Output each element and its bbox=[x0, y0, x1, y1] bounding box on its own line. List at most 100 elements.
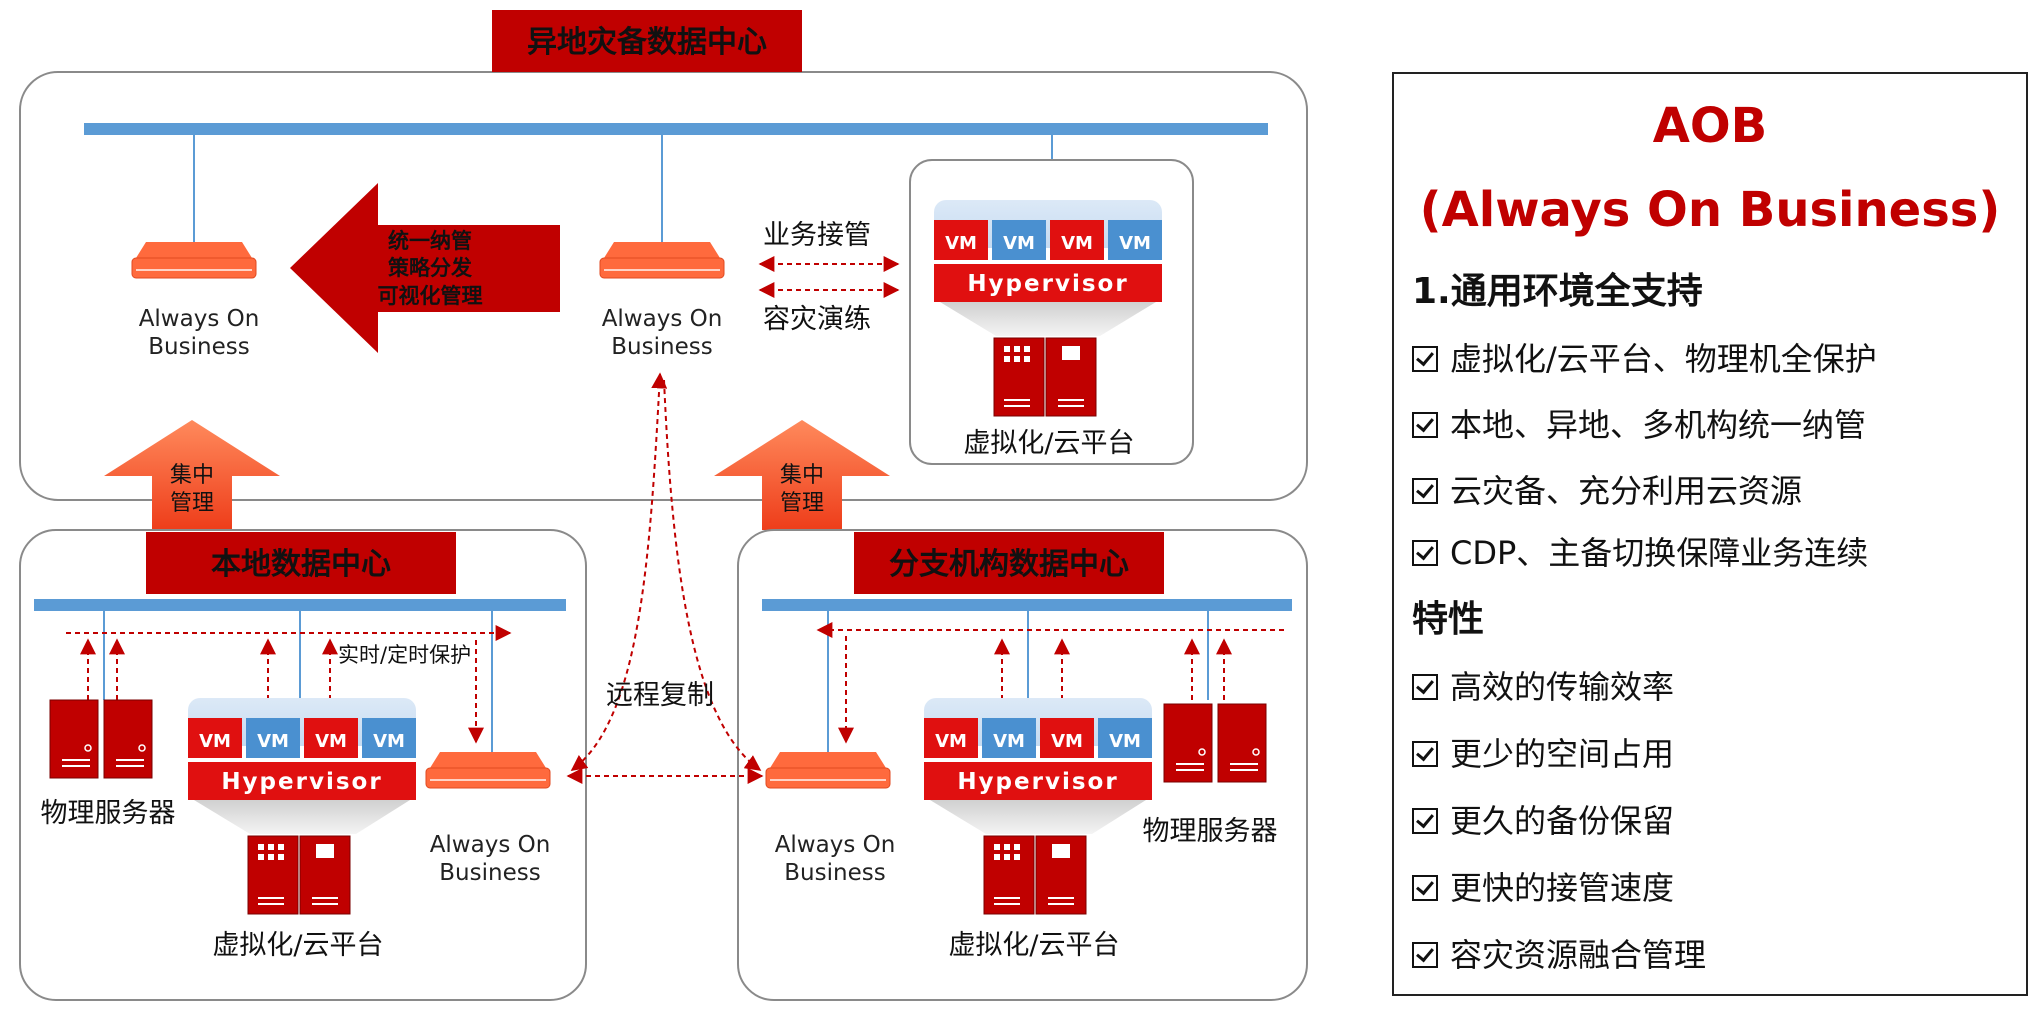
local-dc-title: 本地数据中心 bbox=[211, 547, 391, 582]
branch-physical-server-icon bbox=[1163, 703, 1267, 783]
checkbox-icon bbox=[1412, 808, 1438, 834]
branch-aob-label-line1: Always On bbox=[775, 832, 896, 858]
local-vm1: VM bbox=[199, 731, 231, 752]
central-mgmt-arrow-right bbox=[714, 420, 890, 530]
remote-aob-appliance-2 bbox=[599, 242, 725, 279]
feature-item: 容灾资源融合管理 bbox=[1412, 930, 1706, 976]
feature-item-text: 云灾备、充分利用云资源 bbox=[1450, 472, 1803, 510]
branch-dc-title: 分支机构数据中心 bbox=[889, 547, 1129, 582]
remote-vm4: VM bbox=[1119, 233, 1151, 254]
feature-item-text: 容灾资源融合管理 bbox=[1450, 936, 1707, 974]
branch-vm2: VM bbox=[993, 731, 1025, 752]
branch-aob-appliance bbox=[765, 752, 891, 789]
architecture-diagram: 异地灾备数据中心 Always On Business 统一纳管 策略分发 可视… bbox=[19, 10, 1308, 1001]
local-virt-label: 虚拟化/云平台 bbox=[212, 930, 383, 961]
aob-feature-panel: AOB (Always On Business) 1.通用环境全支持 虚拟化/云… bbox=[1392, 72, 2028, 996]
branch-vm1: VM bbox=[935, 731, 967, 752]
feature-item-text: 虚拟化/云平台、物理机全保护 bbox=[1450, 340, 1877, 378]
remote-dc-title: 异地灾备数据中心 bbox=[527, 25, 767, 60]
unified-arrow-line-3: 可视化管理 bbox=[378, 284, 483, 308]
local-aob-label-line2: Business bbox=[439, 860, 540, 886]
dr-drill-label: 容灾演练 bbox=[763, 304, 871, 335]
replication-curve-right bbox=[663, 379, 762, 771]
central-mgmt-left-line1: 集中 bbox=[170, 463, 214, 488]
branch-hypervisor-stack bbox=[924, 698, 1152, 834]
local-vm3: VM bbox=[315, 731, 347, 752]
branch-vm4: VM bbox=[1109, 731, 1141, 752]
feature-item-text: CDP、主备切换保障业务连续 bbox=[1450, 534, 1869, 572]
panel-title: AOB bbox=[1652, 98, 1768, 154]
unified-management-arrow bbox=[290, 183, 560, 353]
feature-item: 更久的备份保留 bbox=[1412, 796, 1674, 842]
feature-item: 虚拟化/云平台、物理机全保护 bbox=[1412, 334, 1877, 380]
section1-heading: 1.通用环境全支持 bbox=[1412, 271, 1703, 312]
central-mgmt-right-line2: 管理 bbox=[780, 491, 824, 516]
local-physical-server-label: 物理服务器 bbox=[41, 798, 176, 829]
remote-hypervisor-stack bbox=[934, 200, 1162, 336]
checkbox-icon bbox=[1412, 540, 1438, 566]
local-hypervisor-stack bbox=[188, 698, 416, 834]
business-takeover-label: 业务接管 bbox=[763, 220, 871, 251]
remote-aob2-label-line1: Always On bbox=[602, 306, 723, 332]
realtime-protection-label: 实时/定时保护 bbox=[338, 643, 471, 667]
local-dc-title-bg bbox=[146, 532, 456, 594]
feature-item: 更少的空间占用 bbox=[1412, 729, 1674, 775]
local-physical-server-icon bbox=[49, 699, 153, 779]
central-mgmt-right-line1: 集中 bbox=[780, 463, 824, 488]
unified-arrow-line-2: 策略分发 bbox=[388, 256, 473, 280]
remote-aob1-label-line2: Business bbox=[148, 334, 249, 360]
branch-physical-server-label: 物理服务器 bbox=[1143, 816, 1278, 847]
remote-server-icon bbox=[993, 337, 1097, 417]
remote-hypervisor-label: Hypervisor bbox=[967, 271, 1128, 297]
feature-item: CDP、主备切换保障业务连续 bbox=[1412, 528, 1868, 574]
checkbox-icon bbox=[1412, 674, 1438, 700]
feature-item: 更快的接管速度 bbox=[1412, 863, 1674, 909]
branch-virt-server-icon bbox=[983, 835, 1087, 915]
checkbox-icon bbox=[1412, 875, 1438, 901]
branch-dc-title-bg bbox=[854, 532, 1164, 594]
checkbox-icon bbox=[1412, 478, 1438, 504]
remote-vm1: VM bbox=[945, 233, 977, 254]
central-mgmt-arrow-left bbox=[104, 420, 280, 530]
feature-item: 高效的传输效率 bbox=[1412, 662, 1674, 708]
feature-item: 本地、异地、多机构统一纳管 bbox=[1412, 400, 1866, 446]
vm-box bbox=[1108, 220, 1162, 260]
branch-aob-label-line2: Business bbox=[784, 860, 885, 886]
checkbox-icon bbox=[1412, 346, 1438, 372]
checkbox-icon bbox=[1412, 741, 1438, 767]
local-network-bus bbox=[34, 599, 566, 611]
remote-replication-label: 远程复制 bbox=[606, 680, 714, 711]
local-virt-server-icon bbox=[247, 835, 351, 915]
remote-network-bus bbox=[84, 123, 1268, 135]
central-mgmt-left-line2: 管理 bbox=[170, 491, 214, 516]
feature-item-text: 本地、异地、多机构统一纳管 bbox=[1450, 406, 1867, 444]
vm-box bbox=[992, 220, 1046, 260]
remote-aob1-label-line1: Always On bbox=[139, 306, 260, 332]
feature-item-text: 更快的接管速度 bbox=[1450, 869, 1675, 907]
remote-aob-appliance-1 bbox=[131, 242, 257, 279]
unified-arrow-line-1: 统一纳管 bbox=[388, 229, 472, 253]
replication-curve-left bbox=[570, 372, 668, 771]
feature-item-text: 更久的备份保留 bbox=[1450, 802, 1675, 840]
vm-box bbox=[1050, 220, 1104, 260]
section2-heading: 特性 bbox=[1412, 599, 1485, 640]
remote-dc-title-bg bbox=[492, 10, 802, 72]
branch-hypervisor-label: Hypervisor bbox=[957, 769, 1118, 795]
feature-item-text: 高效的传输效率 bbox=[1450, 668, 1675, 706]
remote-vm3: VM bbox=[1061, 233, 1093, 254]
feature-item-text: 更少的空间占用 bbox=[1450, 735, 1675, 773]
vm-box bbox=[934, 220, 988, 260]
local-hypervisor-label: Hypervisor bbox=[221, 769, 382, 795]
branch-network-bus bbox=[762, 599, 1292, 611]
branch-vm3: VM bbox=[1051, 731, 1083, 752]
remote-vm2: VM bbox=[1003, 233, 1035, 254]
feature-item: 云灾备、充分利用云资源 bbox=[1412, 466, 1802, 512]
local-vm4: VM bbox=[373, 731, 405, 752]
local-aob-label-line1: Always On bbox=[430, 832, 551, 858]
local-aob-appliance bbox=[425, 752, 551, 789]
checkbox-icon bbox=[1412, 412, 1438, 438]
remote-virt-label: 虚拟化/云平台 bbox=[963, 428, 1134, 459]
local-vm2: VM bbox=[257, 731, 289, 752]
panel-subtitle: (Always On Business) bbox=[1419, 182, 2001, 238]
remote-aob2-label-line2: Business bbox=[611, 334, 712, 360]
